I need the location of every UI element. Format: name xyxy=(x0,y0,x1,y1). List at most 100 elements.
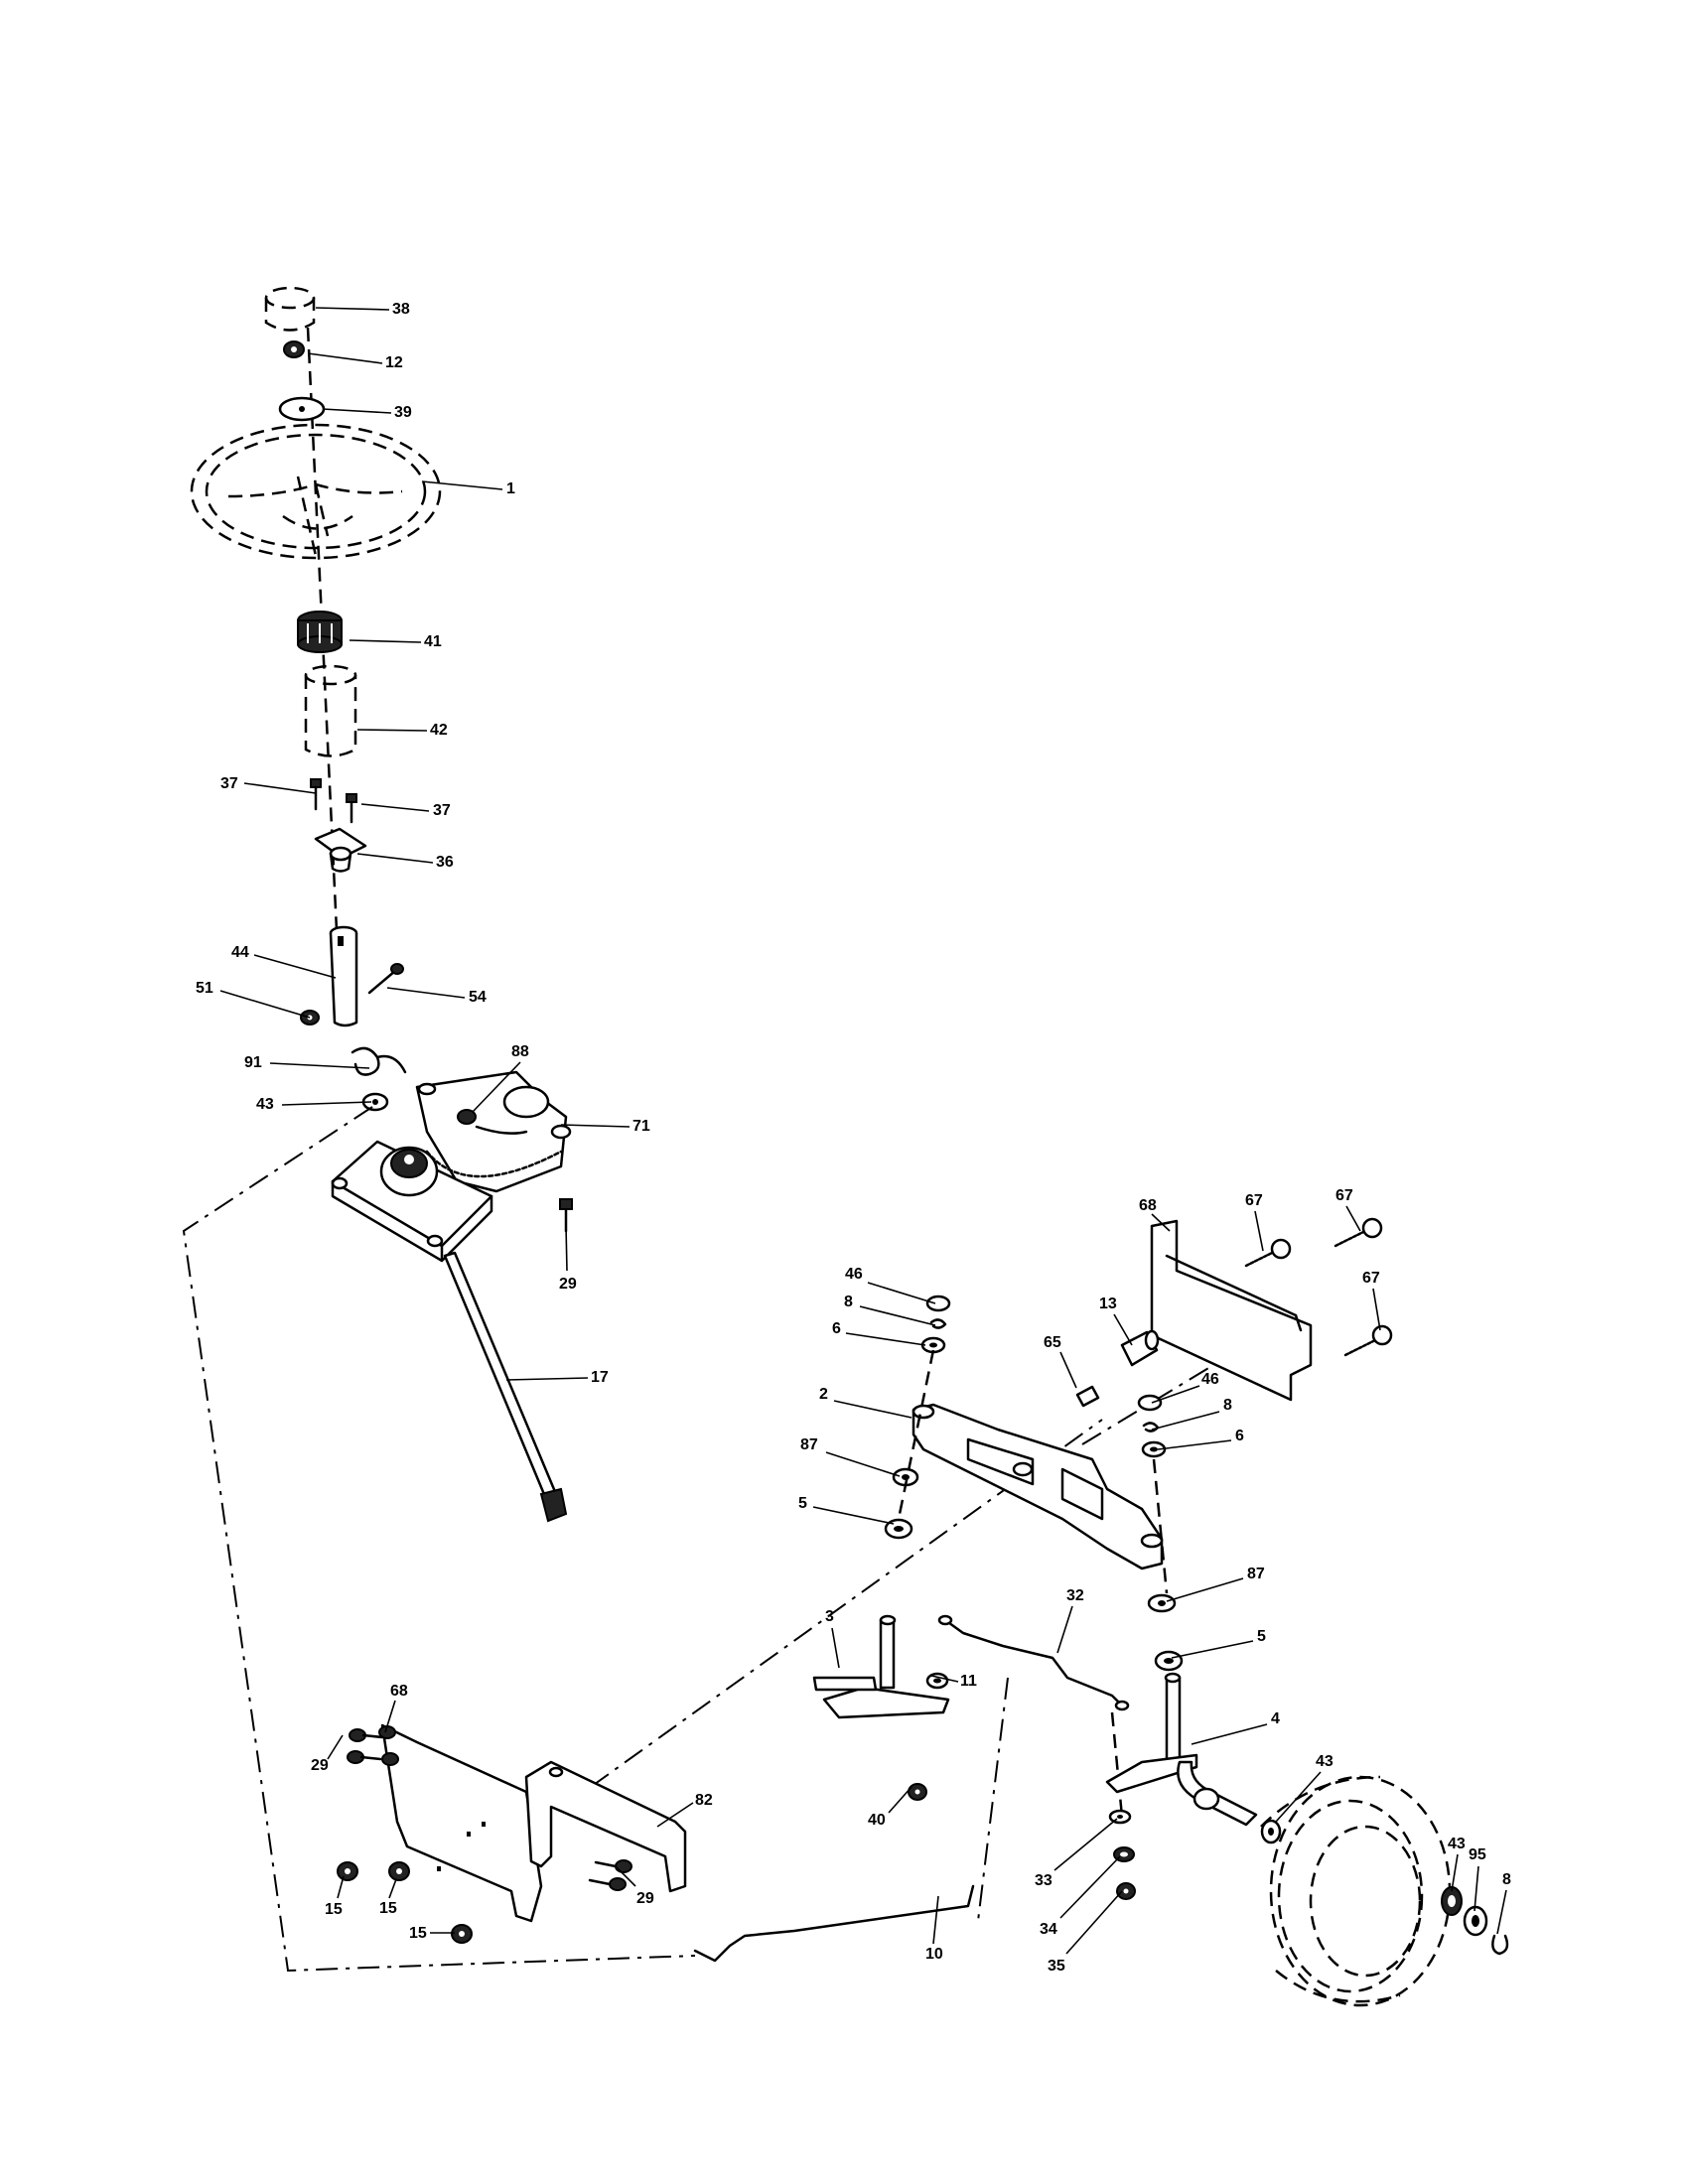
part-38-cap xyxy=(264,286,316,332)
part-42-column-sleeve xyxy=(304,664,357,757)
callout-c37b: 37 xyxy=(433,802,451,819)
leader-line-c51 xyxy=(219,990,311,1019)
part-6-washer-right xyxy=(1141,1440,1167,1458)
part-12-nut xyxy=(283,341,305,358)
part-43-washer-wheel-inner xyxy=(1260,1819,1282,1844)
part-8-clip-right xyxy=(1142,1422,1160,1433)
callout-c1: 1 xyxy=(506,480,515,497)
part-67-bolt-c xyxy=(1343,1324,1393,1357)
callout-c95: 95 xyxy=(1469,1846,1486,1863)
leader-line-c43a xyxy=(281,1101,372,1106)
leader-line-c8b xyxy=(1151,1411,1220,1431)
part-37-screw-right xyxy=(346,793,357,824)
leader-line-c67c xyxy=(1372,1288,1381,1331)
leader-line-c5a xyxy=(812,1506,895,1525)
part-3-left-spindle xyxy=(812,1614,950,1719)
leader-line-c15b xyxy=(388,1878,397,1899)
leader-line-c6b xyxy=(1157,1439,1232,1450)
leader-line-c13 xyxy=(1113,1313,1133,1346)
callout-c4: 4 xyxy=(1271,1710,1280,1727)
leader-line-c68b xyxy=(384,1700,396,1733)
part-46-cap-right xyxy=(1137,1394,1163,1412)
callout-c67a: 67 xyxy=(1245,1192,1263,1209)
part-10-drag-link xyxy=(693,1884,975,1963)
part-8-clip-wheel xyxy=(1491,1934,1509,1956)
leader-line-c35 xyxy=(1065,1890,1123,1955)
part-54-bolt xyxy=(367,963,404,995)
leader-line-c1 xyxy=(421,480,503,490)
part-15-nut-b xyxy=(388,1861,410,1881)
part-67-bolt-a xyxy=(1244,1238,1292,1268)
leader-line-c2 xyxy=(833,1400,912,1419)
leader-line-c12 xyxy=(307,352,383,364)
tie-rod-axis xyxy=(1110,1711,1124,1818)
callout-c67b: 67 xyxy=(1335,1187,1353,1204)
part-5-washer-right xyxy=(1154,1650,1184,1672)
callout-c33: 33 xyxy=(1035,1872,1052,1889)
leader-line-c36 xyxy=(356,853,434,864)
part-1-steering-wheel xyxy=(190,423,442,560)
callout-c88: 88 xyxy=(511,1043,529,1060)
callout-c71: 71 xyxy=(632,1118,650,1135)
part-15-nut-c xyxy=(451,1924,473,1944)
leader-line-c46b xyxy=(1151,1385,1200,1404)
leader-line-c11 xyxy=(930,1675,959,1683)
spindle-axis-left xyxy=(897,1349,935,1520)
part-68-axle-bracket xyxy=(1150,1219,1313,1402)
callout-c15a: 15 xyxy=(325,1901,343,1918)
callout-c37a: 37 xyxy=(220,775,238,792)
leader-line-c4 xyxy=(1191,1723,1268,1745)
callout-c42: 42 xyxy=(430,722,448,739)
leader-line-c15a xyxy=(337,1875,345,1899)
callout-c38: 38 xyxy=(392,301,410,318)
leader-line-c87b xyxy=(1166,1577,1244,1602)
callout-c82: 82 xyxy=(695,1792,713,1809)
callout-c65: 65 xyxy=(1044,1334,1061,1351)
part-35-nut xyxy=(1116,1882,1136,1900)
callout-c87a: 87 xyxy=(800,1436,818,1453)
leader-line-c54 xyxy=(386,987,466,999)
leader-line-c3 xyxy=(831,1627,840,1669)
part-41-splined-adapter xyxy=(297,611,343,653)
leader-line-c41 xyxy=(349,639,422,643)
leader-line-c67a xyxy=(1254,1210,1264,1252)
callout-c8a: 8 xyxy=(844,1294,853,1310)
callout-c6b: 6 xyxy=(1235,1428,1244,1444)
callout-c40: 40 xyxy=(868,1812,886,1829)
callout-c46b: 46 xyxy=(1201,1371,1219,1388)
callout-c11: 11 xyxy=(960,1673,977,1690)
part-44-steering-shaft xyxy=(329,925,358,1027)
part-17-pinion-shaft xyxy=(443,1251,568,1523)
callout-c15b: 15 xyxy=(379,1900,397,1917)
callout-c91: 91 xyxy=(244,1054,262,1071)
part-37-screw-left xyxy=(310,778,322,811)
part-32-tie-rod xyxy=(937,1614,1130,1711)
callout-c51: 51 xyxy=(196,980,213,997)
leader-line-c8c xyxy=(1496,1889,1507,1935)
leader-line-c95 xyxy=(1474,1865,1479,1912)
callout-c29a: 29 xyxy=(559,1276,577,1293)
leader-line-c10 xyxy=(932,1895,939,1945)
part-36-bushing-plate xyxy=(314,827,367,873)
callout-c13: 13 xyxy=(1099,1296,1117,1312)
callout-c29c: 29 xyxy=(636,1890,654,1907)
leader-line-c17 xyxy=(505,1377,589,1381)
callout-c46a: 46 xyxy=(845,1266,863,1283)
leader-line-c29b xyxy=(327,1734,344,1760)
column-centerline xyxy=(306,327,342,994)
part-43-washer-wheel-outer xyxy=(1441,1886,1463,1916)
leader-line-c34 xyxy=(1059,1855,1121,1919)
part-88-pivot-bolt xyxy=(457,1109,528,1135)
callout-c34: 34 xyxy=(1040,1921,1057,1938)
callout-c43b: 43 xyxy=(1316,1753,1333,1770)
part-33-washer xyxy=(1108,1809,1132,1825)
leader-line-c43b xyxy=(1275,1771,1322,1823)
steering-box-base xyxy=(331,1140,493,1263)
front-wheel xyxy=(1260,1775,1452,2007)
leader-line-c40 xyxy=(888,1786,912,1814)
leader-line-c65 xyxy=(1059,1351,1077,1389)
part-40-nut xyxy=(908,1783,927,1801)
leader-line-c82 xyxy=(656,1802,694,1828)
leader-line-c39 xyxy=(322,408,392,414)
leader-line-c88 xyxy=(472,1061,521,1113)
